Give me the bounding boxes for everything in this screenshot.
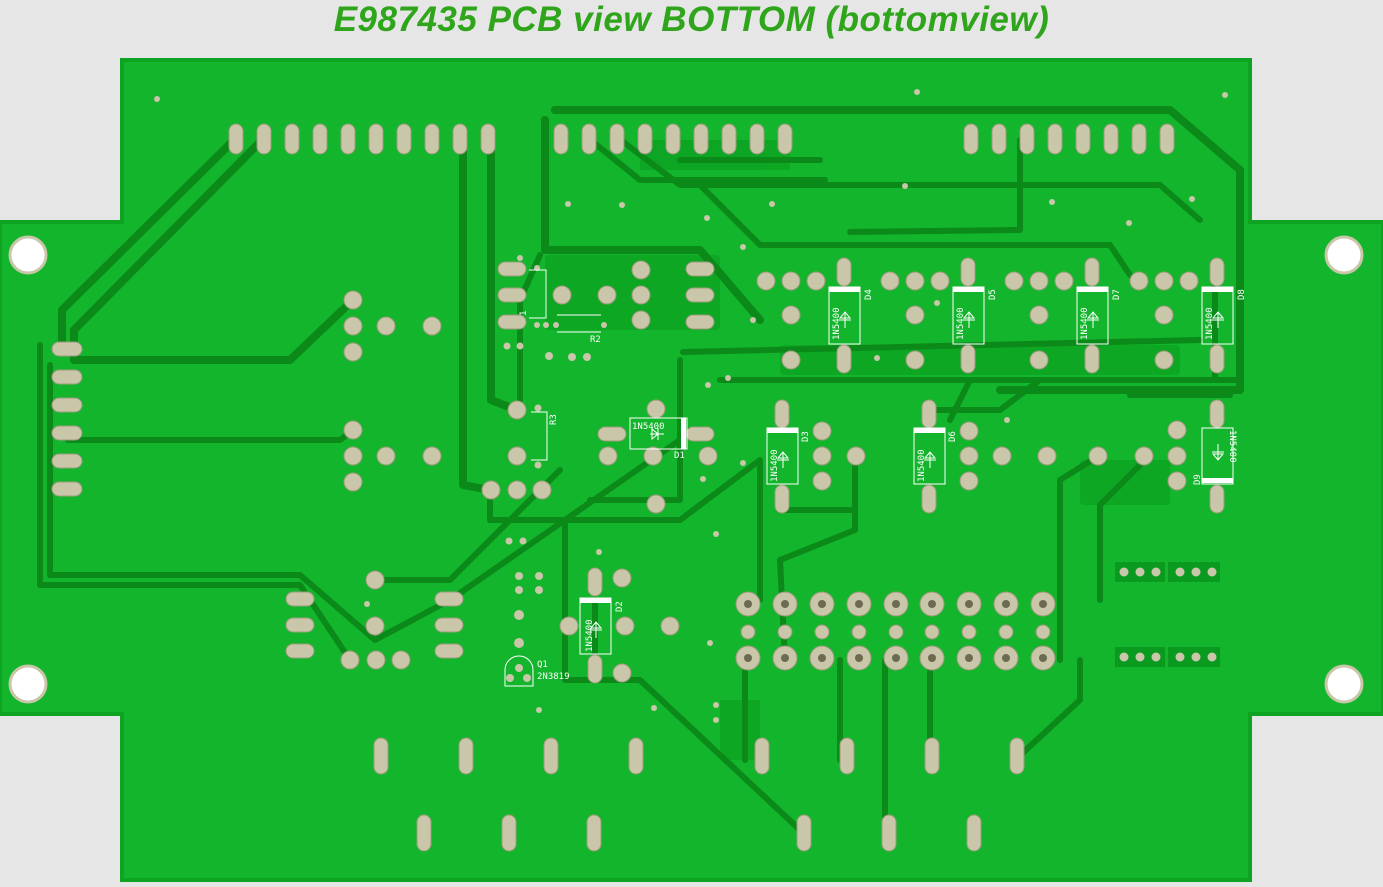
mounting-holes [8, 235, 1364, 704]
silkscreen-cathode-bands [580, 287, 1233, 603]
header-j3 [963, 123, 1175, 155]
d6-ref-label: D6 [948, 431, 958, 442]
vertical-oval-pads [373, 257, 1225, 852]
d5-value-label: 1N5400 [956, 307, 966, 340]
d4-value-label: 1N5400 [832, 307, 842, 340]
header-j1 [228, 123, 496, 155]
q1-value-label: 2N3819 [537, 672, 570, 682]
pad-holes [744, 600, 1047, 662]
small-connectors-right [1115, 562, 1220, 667]
header-left [51, 341, 83, 497]
vias [154, 89, 1228, 723]
r3-ref-label: R3 [549, 414, 559, 425]
diode-symbols [589, 311, 1225, 638]
d2-value-label: 1N5400 [585, 619, 595, 652]
d9-value-label: 1N5400 [1227, 430, 1237, 463]
board-outline [0, 58, 1383, 882]
r1-ref-label: 1 [519, 311, 529, 316]
silkscreen-labels: 1N5400 D1 1N5400 D4 1N5400 D5 1N5400 D7 … [519, 289, 1247, 682]
d1-ref-label: D1 [674, 451, 685, 461]
r2-ref-label: R2 [590, 335, 601, 345]
round-pads [340, 260, 1199, 683]
d3-value-label: 1N5400 [770, 449, 780, 482]
d9-ref-label: D9 [1193, 474, 1203, 485]
q1-ref-label: Q1 [537, 660, 548, 670]
d8-ref-label: D8 [1237, 289, 1247, 300]
d7-value-label: 1N5400 [1080, 307, 1090, 340]
large-connector [735, 591, 1056, 671]
d2-ref-label: D2 [615, 601, 625, 612]
page-title: E987435 PCB view BOTTOM (bottomview) [333, 0, 1050, 39]
d4-ref-label: D4 [864, 289, 874, 300]
header-j2 [553, 123, 793, 155]
d1-value-label: 1N5400 [632, 422, 665, 432]
d7-ref-label: D7 [1112, 289, 1122, 300]
oval-pads [285, 261, 715, 659]
d5-ref-label: D5 [988, 289, 998, 300]
d8-value-label: 1N5400 [1205, 307, 1215, 340]
d6-value-label: 1N5400 [917, 449, 927, 482]
d3-ref-label: D3 [801, 431, 811, 442]
